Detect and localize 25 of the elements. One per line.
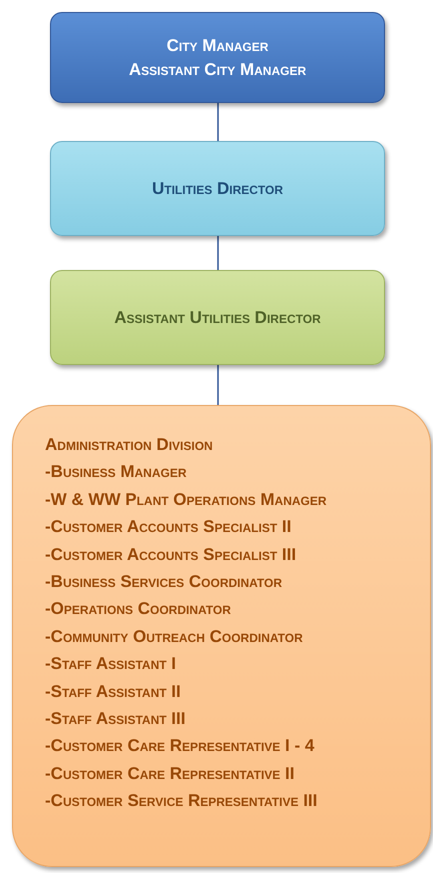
position-title: City Manager: [166, 34, 270, 56]
position-item: -Staff Assistant I: [45, 653, 178, 676]
position-title: Assistant City Manager: [128, 58, 308, 80]
division-heading: Administration Division: [45, 434, 214, 456]
position-item: -W & WW Plant Operations Manager: [45, 488, 328, 511]
connector-line: [217, 365, 219, 405]
manager-box: [50, 12, 385, 103]
position-item: -Customer Accounts Specialist II: [45, 516, 292, 538]
director-box: [50, 141, 385, 236]
position-item: -Customer Accounts Specialist III: [45, 544, 298, 566]
connector-line: [217, 236, 219, 270]
position-item: -Business Services Coordinator: [45, 571, 284, 594]
assistant-director-box: [50, 270, 385, 365]
connector-line: [217, 103, 219, 141]
position-title: Utilities Director: [150, 178, 284, 200]
position-item: -Business Manager: [45, 461, 188, 484]
position-title: Assistant Utilities Director: [113, 306, 322, 328]
position-item: -Staff Assistant II: [45, 680, 182, 703]
position-item: -Customer Service Representative III: [45, 790, 318, 812]
position-item: -Staff Assistant III: [45, 708, 186, 730]
position-item: -Operations Coordinator: [45, 598, 232, 620]
position-item: -Community Outreach Coordinator: [45, 626, 304, 648]
division-box: [12, 405, 431, 867]
position-item: -Customer Care Representative II: [45, 762, 296, 785]
position-item: -Customer Care Representative I - 4: [45, 735, 316, 758]
